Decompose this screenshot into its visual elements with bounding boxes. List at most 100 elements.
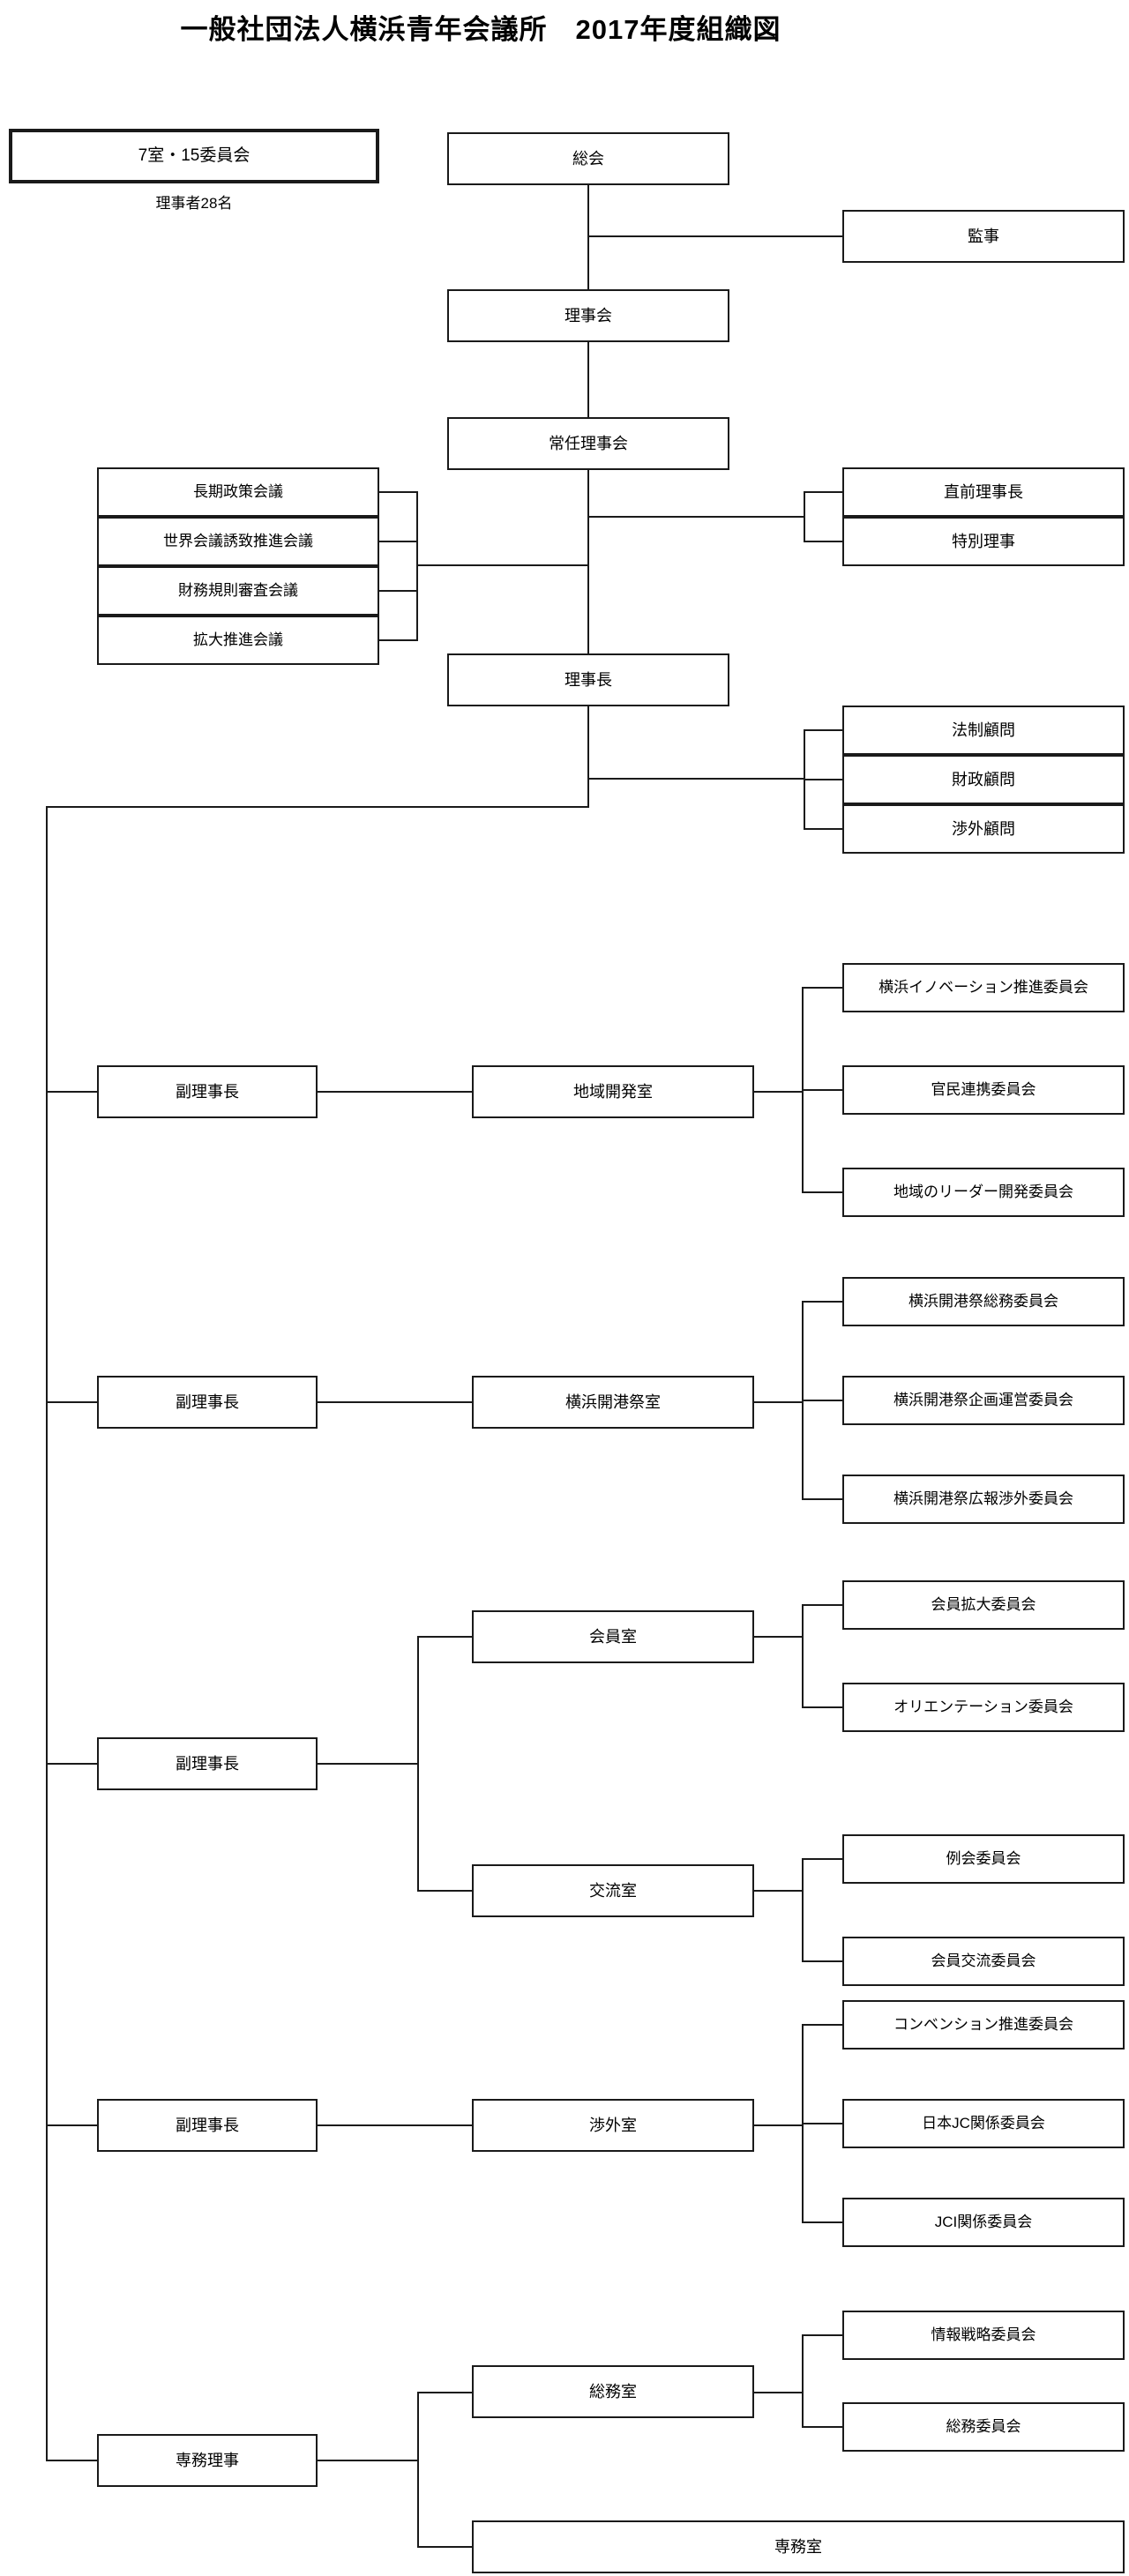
- node-committee-rd-2: 地域のリーダー開発委員会: [842, 1168, 1125, 1217]
- node-standing-board: 常任理事会: [447, 417, 729, 470]
- node-committee-ga-0: 情報戦略委員会: [842, 2311, 1125, 2360]
- node-committee-rd-0: 横浜イノベーション推進委員会: [842, 963, 1125, 1012]
- line-vp1-to-room: [318, 1091, 472, 1093]
- line-rd-2-stub: [802, 1191, 844, 1193]
- line-assembly-board: [587, 185, 589, 289]
- line-pf-2-stub: [802, 1498, 844, 1500]
- line-bus-to-vp3: [46, 1763, 97, 1765]
- line-standing-president: [587, 470, 589, 653]
- node-vice-president-3: 副理事長: [97, 1737, 318, 1790]
- line-md-out: [318, 2460, 419, 2461]
- line-officer-0-stub: [804, 491, 844, 493]
- line-md-to-managing-office: [417, 2546, 472, 2548]
- line-board-standing: [587, 342, 589, 417]
- node-general-assembly: 総会: [447, 132, 729, 185]
- line-ea-1-stub: [802, 2123, 844, 2124]
- node-committee-ex-0: 例会委員会: [842, 1834, 1125, 1884]
- line-rd-0-stub: [802, 987, 844, 989]
- line-bus-to-vp4: [46, 2124, 97, 2126]
- line-md-to-general-affairs: [417, 2392, 472, 2393]
- line-advisor-to-spine: [587, 778, 805, 780]
- node-committee-ea-0: コンベンション推進委員会: [842, 2000, 1125, 2050]
- node-room-external-affairs: 渉外室: [472, 2099, 754, 2152]
- line-pf-1-stub: [802, 1400, 844, 1401]
- node-officer-1: 特別理事: [842, 517, 1125, 566]
- line-officer-1-stub: [804, 541, 844, 542]
- summary-box: 7室・15委員会: [9, 129, 379, 183]
- line-room-ga-out: [754, 2392, 804, 2393]
- node-room-membership: 会員室: [472, 1610, 754, 1663]
- line-ea-0-stub: [802, 2024, 844, 2026]
- line-room-pf-out: [754, 1401, 804, 1403]
- line-council-to-spine: [416, 564, 589, 566]
- line-mb-bus: [802, 1604, 804, 1708]
- line-ga-1-stub: [802, 2426, 844, 2428]
- line-rd-1-stub: [802, 1089, 844, 1091]
- line-room-ea-out: [754, 2124, 804, 2126]
- line-mb-0-stub: [802, 1604, 844, 1606]
- node-council-0: 長期政策会議: [97, 467, 379, 517]
- node-president: 理事長: [447, 653, 729, 706]
- line-ex-0-stub: [802, 1858, 844, 1860]
- node-advisor-1: 財政顧問: [842, 755, 1125, 804]
- line-council-2-stub: [379, 590, 418, 592]
- line-advisor-0-stub: [804, 729, 844, 731]
- line-advisor-bus: [804, 729, 805, 830]
- line-president-down: [587, 706, 589, 808]
- node-committee-pf-0: 横浜開港祭総務委員会: [842, 1277, 1125, 1326]
- node-committee-mb-1: オリエンテーション委員会: [842, 1683, 1125, 1732]
- line-main-vertical-bus: [46, 806, 48, 2460]
- line-vp3-bus: [417, 1636, 419, 1892]
- node-vice-president-4: 副理事長: [97, 2099, 318, 2152]
- line-vp3-to-exchange: [417, 1890, 472, 1892]
- line-council-1-stub: [379, 541, 418, 542]
- line-ea-2-stub: [802, 2221, 844, 2223]
- line-council-0-stub: [379, 491, 418, 493]
- node-council-2: 財務規則審査会議: [97, 566, 379, 616]
- node-room-general-affairs: 総務室: [472, 2365, 754, 2418]
- line-president-to-bus: [46, 806, 589, 808]
- line-bus-to-managing-director: [46, 2460, 97, 2461]
- line-room-rd-out: [754, 1091, 804, 1093]
- node-council-3: 拡大推進会議: [97, 616, 379, 665]
- node-room-regional-development: 地域開発室: [472, 1065, 754, 1118]
- line-vp4-to-room: [318, 2124, 472, 2126]
- node-room-managing-office: 専務室: [472, 2520, 1125, 2573]
- line-council-bus: [416, 491, 418, 641]
- node-council-1: 世界会議誘致推進会議: [97, 517, 379, 566]
- node-vice-president-2: 副理事長: [97, 1376, 318, 1429]
- node-room-port-festival: 横浜開港祭室: [472, 1376, 754, 1429]
- line-assembly-auditor: [587, 235, 844, 237]
- node-committee-mb-0: 会員拡大委員会: [842, 1580, 1125, 1630]
- node-vice-president-1: 副理事長: [97, 1065, 318, 1118]
- line-ex-1-stub: [802, 1960, 844, 1962]
- node-advisor-0: 法制顧問: [842, 706, 1125, 755]
- node-advisor-2: 渉外顧問: [842, 804, 1125, 854]
- node-committee-ex-1: 会員交流委員会: [842, 1937, 1125, 1986]
- page-title: 一般社団法人横浜青年会議所 2017年度組織図: [180, 14, 781, 45]
- line-room-ex-out: [754, 1890, 804, 1892]
- line-advisor-1-stub: [804, 779, 844, 780]
- line-ex-bus: [802, 1858, 804, 1962]
- node-committee-ga-1: 総務委員会: [842, 2402, 1125, 2452]
- node-committee-ea-1: 日本JC関係委員会: [842, 2099, 1125, 2148]
- line-vp3-to-membership: [417, 1636, 472, 1638]
- line-bus-to-vp1: [46, 1091, 97, 1093]
- line-md-bus: [417, 2392, 419, 2548]
- node-auditor: 監事: [842, 210, 1125, 263]
- node-managing-director: 専務理事: [97, 2434, 318, 2487]
- line-officer-to-spine: [587, 516, 805, 518]
- node-room-exchange: 交流室: [472, 1864, 754, 1917]
- line-pf-0-stub: [802, 1301, 844, 1303]
- line-mb-1-stub: [802, 1706, 844, 1708]
- line-room-mb-out: [754, 1636, 804, 1638]
- line-bus-to-vp2: [46, 1401, 97, 1403]
- node-committee-pf-2: 横浜開港祭広報渉外委員会: [842, 1475, 1125, 1524]
- node-officer-0: 直前理事長: [842, 467, 1125, 517]
- line-vp2-to-room: [318, 1401, 472, 1403]
- node-committee-ea-2: JCI関係委員会: [842, 2198, 1125, 2247]
- node-board: 理事会: [447, 289, 729, 342]
- line-advisor-2-stub: [804, 828, 844, 830]
- line-ga-bus: [802, 2334, 804, 2428]
